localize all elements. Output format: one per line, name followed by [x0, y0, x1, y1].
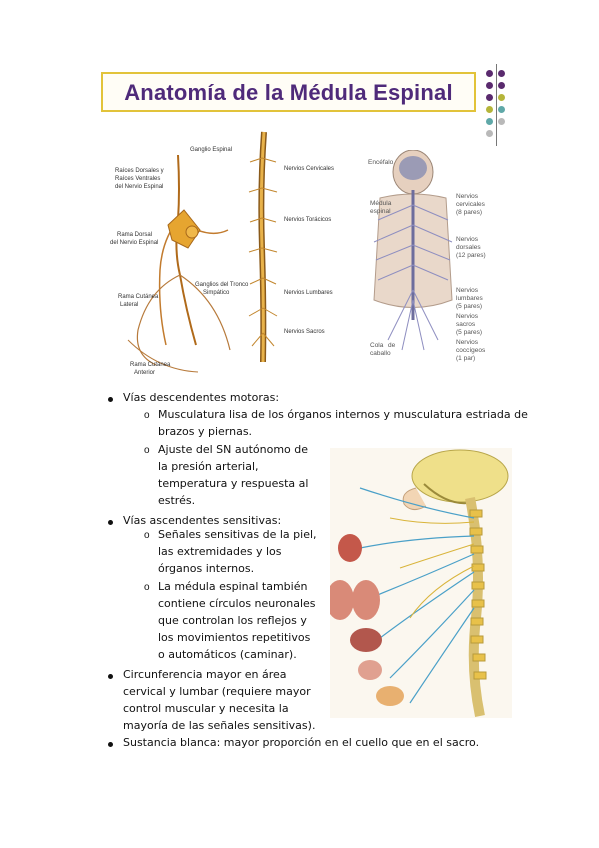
figure-label: cervicales	[456, 201, 485, 208]
text-line: las extremidades y los	[158, 545, 282, 558]
figure-label: dorsales	[456, 244, 481, 251]
text-line: Señales sensitivas de la piel,	[158, 528, 317, 541]
text-line: Musculatura lisa de los órganos internos…	[158, 408, 528, 421]
text-line: control muscular y necesita la	[123, 702, 289, 715]
dot-icon	[486, 94, 493, 101]
dot-icon	[498, 118, 505, 125]
dot-icon	[486, 130, 493, 137]
sub-bullet-marker: o	[144, 445, 150, 456]
text-line: que controlan los reflejos y	[158, 614, 307, 627]
text-line: estrés.	[158, 494, 196, 507]
figure-label: Cola	[370, 342, 384, 349]
page-title: Anatomía de la Médula Espinal	[124, 80, 453, 105]
figure-label: Nervios	[456, 313, 479, 320]
figure-label: Raíces Dorsales y	[115, 168, 164, 174]
figure-label: Nervios	[456, 193, 479, 200]
text-line: cervical y lumbar (requiere mayor	[123, 685, 311, 698]
text-line: Ajuste del SN autónomo de	[158, 443, 309, 456]
figure-label: sacros	[456, 321, 476, 328]
autonomic-nervous-system-figure	[330, 448, 512, 718]
text-line: brazos y piernas.	[158, 425, 253, 438]
figure-label: caballo	[370, 350, 391, 357]
text-line: La médula espinal también	[158, 580, 308, 593]
bullet-dot	[108, 742, 113, 747]
figure-label: Simpático	[203, 290, 230, 296]
sub-bullet-marker: o	[144, 530, 150, 541]
bullet-dot	[108, 397, 113, 402]
bullet-dot	[108, 520, 113, 525]
figure-label: Nervios Lumbares	[284, 290, 333, 296]
text-line: los movimientos repetitivos	[158, 631, 311, 644]
figure-label: Nervios Cervicales	[284, 166, 335, 172]
text-line: Vías ascendentes sensitivas:	[123, 514, 282, 527]
figure-label: (8 pares)	[456, 209, 483, 216]
figure-label: (5 pares)	[456, 303, 483, 310]
dot-icon	[486, 118, 493, 125]
dot-icon	[486, 106, 493, 113]
bullet-dot	[108, 674, 113, 679]
figure-label: de	[388, 342, 396, 349]
spinal-cord-figure	[248, 131, 278, 363]
dot-icon	[498, 70, 505, 77]
figure-label: del Nervio Espinal	[110, 240, 159, 246]
text-line: Vías descendentes motoras:	[123, 391, 280, 404]
figure-label: Ganglios del Tronco	[195, 282, 249, 288]
dot-icon	[486, 70, 493, 77]
dot-icon	[498, 106, 505, 113]
figure-label: Nervios Sacros	[284, 329, 325, 335]
dot-icon	[498, 82, 505, 89]
figure-label: Raíces Ventrales	[115, 176, 161, 182]
figure-label: Ganglio Espinal	[190, 147, 233, 153]
figure-label: Nervios Torácicos	[284, 217, 332, 223]
figure-label: lumbares	[456, 295, 483, 302]
figure-label: Encéfalo	[368, 159, 394, 166]
figure-label: espinal	[370, 208, 391, 215]
figure-label: (1 par)	[456, 355, 476, 362]
text-line: temperatura y respuesta al	[158, 477, 309, 490]
text-line: Circunferencia mayor en área	[123, 668, 287, 681]
text-line: contiene círculos neuronales	[158, 597, 316, 610]
dot-icon	[486, 82, 493, 89]
spinal-nerve-figure	[127, 154, 231, 373]
nervous-system-back-figure	[373, 150, 453, 351]
sub-bullet-marker: o	[144, 410, 150, 421]
dot-icon	[498, 94, 505, 101]
text-line: mayoría de las señales sensitivas).	[123, 719, 316, 732]
figure-label: (5 pares)	[456, 329, 483, 336]
figure-label: Rama Dorsal	[117, 232, 153, 238]
figure-label: Nervios	[456, 236, 479, 243]
figure-label: del Nervio Espinal	[115, 184, 164, 190]
figure-label: Rama Cutánea	[118, 294, 159, 300]
title-banner: Anatomía de la Médula Espinal	[101, 72, 476, 112]
figure-label: Nervios	[456, 287, 479, 294]
divider	[496, 64, 497, 146]
figure-label: Rama Cutánea	[130, 362, 171, 368]
figure-label: (12 pares)	[456, 252, 486, 259]
text-line: Sustancia blanca: mayor proporción en el…	[123, 736, 480, 749]
text-line: órganos internos.	[158, 562, 255, 575]
figure-label: coccígeos	[456, 347, 486, 354]
sub-bullet-marker: o	[144, 582, 150, 593]
text-line: la presión arterial,	[158, 460, 259, 473]
figure-label: Anterior	[134, 370, 156, 376]
text-line: o automáticos (caminar).	[158, 648, 297, 661]
figure-label: Nervios	[456, 339, 479, 346]
figure-label: Médula	[370, 200, 392, 207]
figure-label: Lateral	[120, 302, 139, 308]
